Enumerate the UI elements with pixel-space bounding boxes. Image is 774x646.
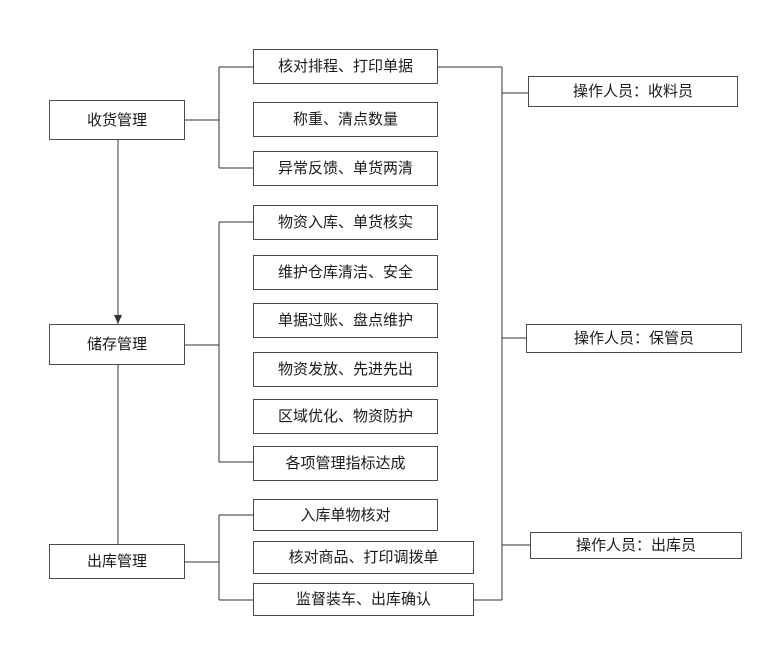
operator-receiving: 操作人员：收料员 [528, 76, 738, 107]
stage-receiving: 收货管理 [49, 100, 185, 140]
task-storage-3: 单据过账、盘点维护 [253, 303, 438, 338]
task-outbound-3: 监督装车、出库确认 [253, 583, 474, 616]
task-outbound-2: 核对商品、打印调拨单 [253, 541, 474, 574]
task-storage-1: 物资入库、单货核实 [253, 205, 438, 240]
task-storage-5: 区域优化、物资防护 [253, 399, 438, 434]
task-storage-4: 物资发放、先进先出 [253, 352, 438, 387]
stage-storage: 储存管理 [49, 324, 185, 365]
task-receiving-2: 称重、清点数量 [253, 102, 438, 137]
task-receiving-3: 异常反馈、单货两清 [253, 151, 438, 186]
operator-outbound: 操作人员：出库员 [530, 532, 742, 559]
task-receiving-1: 核对排程、打印单据 [253, 49, 438, 84]
task-storage-6: 各项管理指标达成 [253, 446, 438, 481]
task-storage-2: 维护仓库清洁、安全 [253, 255, 438, 290]
stage-outbound: 出库管理 [49, 544, 185, 579]
operator-storage: 操作人员：保管员 [526, 324, 742, 353]
task-outbound-1: 入库单物核对 [253, 499, 438, 531]
